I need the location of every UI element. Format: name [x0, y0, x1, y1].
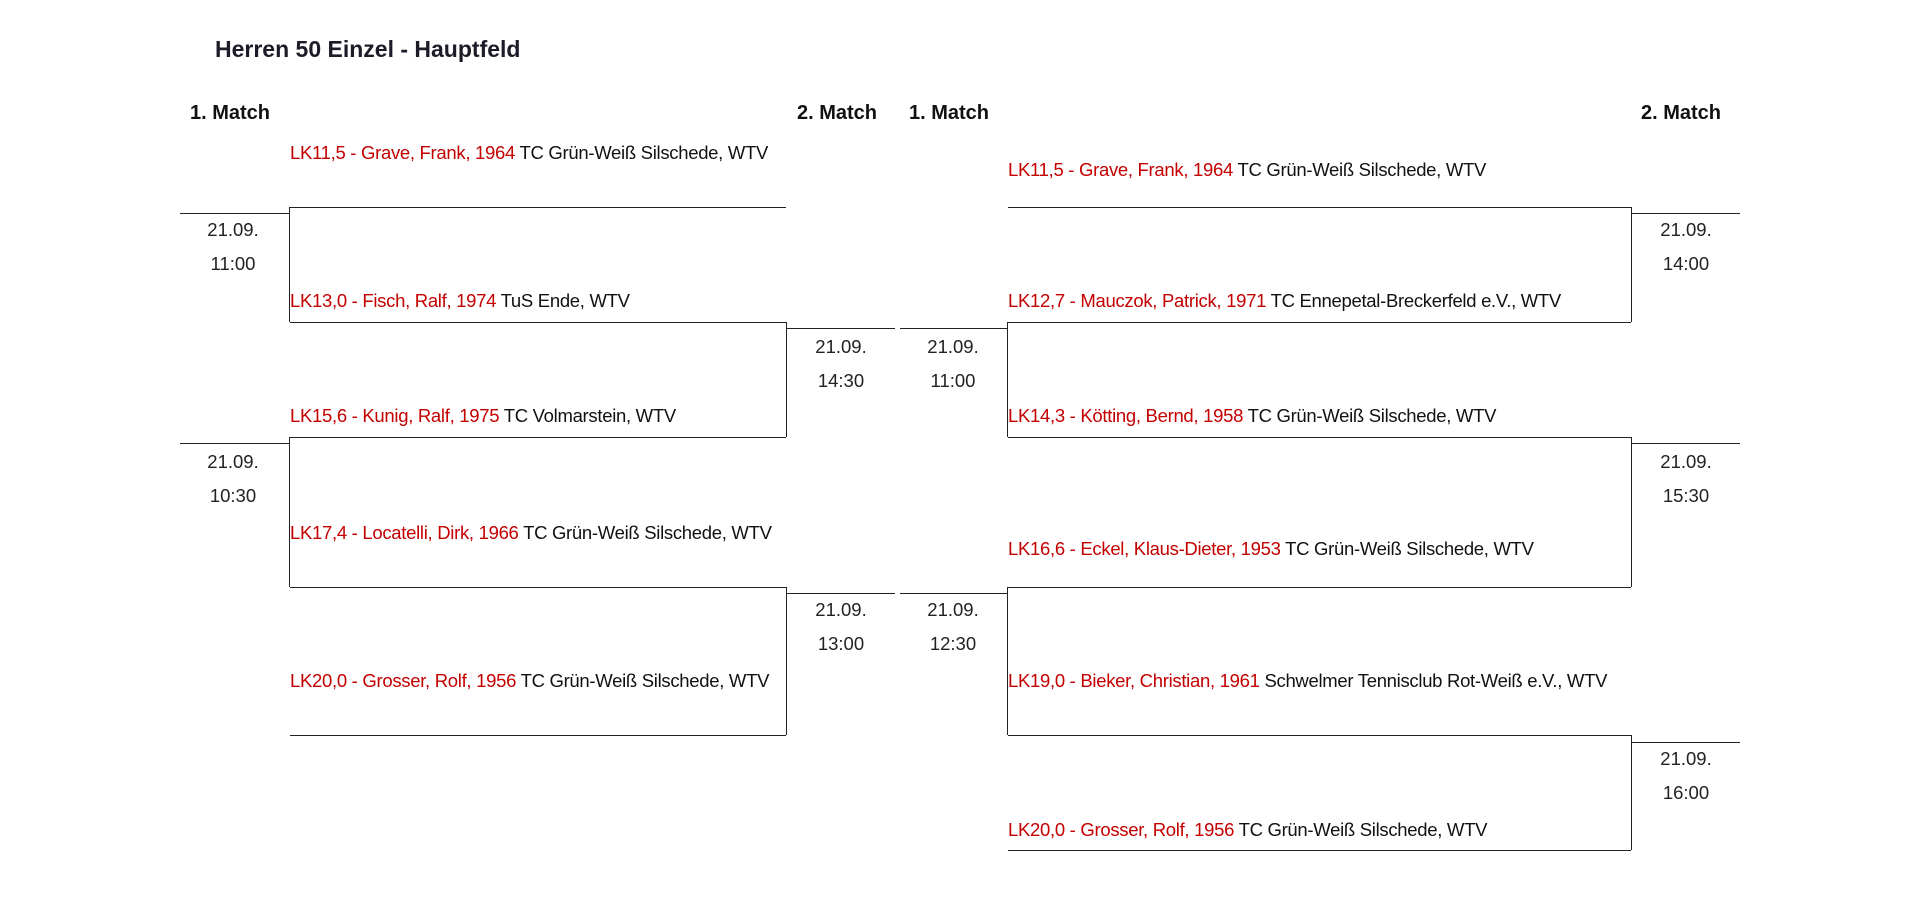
- match-date: 21.09.: [1660, 219, 1712, 240]
- match-time: 16:00: [1662, 782, 1710, 803]
- bracket-line: [1008, 207, 1631, 208]
- match-time: 11:00: [210, 253, 256, 274]
- player-entry: LK12,7 - Mauczok, Patrick, 1971 TC Ennep…: [1008, 284, 1628, 318]
- bracket-line: [289, 437, 290, 587]
- player-entry: LK11,5 - Grave, Frank, 1964 TC Grün-Weiß…: [1008, 153, 1628, 187]
- bracket-stub: [180, 213, 289, 214]
- bracket-line: [786, 587, 787, 735]
- bracket-stub: [180, 443, 289, 444]
- match-schedule: 21.09. 11:00: [903, 330, 1003, 398]
- bracket-stub: [1632, 742, 1740, 743]
- match-schedule: 21.09. 13:00: [791, 593, 891, 661]
- player-name[interactable]: LK14,3 - Kötting, Bernd, 1958: [1008, 405, 1244, 426]
- bracket-stub: [1632, 213, 1740, 214]
- player-entry: LK20,0 - Grosser, Rolf, 1956 TC Grün-Wei…: [290, 664, 780, 698]
- player-name[interactable]: LK19,0 - Bieker, Christian, 1961: [1008, 670, 1260, 691]
- player-name[interactable]: LK17,4 - Locatelli, Dirk, 1966: [290, 522, 519, 543]
- bracket-stub: [787, 328, 895, 329]
- match-date: 21.09.: [927, 336, 979, 357]
- match-date: 21.09.: [1660, 451, 1712, 472]
- bracket-stub: [900, 593, 1007, 594]
- match-date: 21.09.: [815, 336, 867, 357]
- match-time: 12:30: [929, 633, 977, 654]
- club-name: TuS Ende, WTV: [500, 290, 630, 311]
- bracket-line: [290, 207, 786, 208]
- club-name: Schwelmer Tennisclub Rot-Weiß e.V., WTV: [1264, 670, 1608, 691]
- match-time: 15:30: [1662, 485, 1710, 506]
- bracket-line: [290, 322, 786, 323]
- match-time: 14:30: [817, 370, 865, 391]
- match-schedule: 21.09. 14:00: [1636, 213, 1736, 281]
- bracket-line: [1008, 437, 1631, 438]
- player-name[interactable]: LK12,7 - Mauczok, Patrick, 1971: [1008, 290, 1267, 311]
- match-schedule: 21.09. 15:30: [1636, 445, 1736, 513]
- player-name[interactable]: LK15,6 - Kunig, Ralf, 1975: [290, 405, 500, 426]
- bracket-line: [1007, 587, 1008, 735]
- player-name[interactable]: LK11,5 - Grave, Frank, 1964: [290, 142, 515, 163]
- player-entry: LK15,6 - Kunig, Ralf, 1975 TC Volmarstei…: [290, 399, 780, 433]
- bracket-stub: [900, 328, 1007, 329]
- bracket-line: [1008, 322, 1631, 323]
- match-time: 11:00: [930, 370, 976, 391]
- bracket-line: [1007, 322, 1008, 437]
- match-date: 21.09.: [927, 599, 979, 620]
- bracket-line: [289, 207, 290, 322]
- match-date: 21.09.: [207, 451, 259, 472]
- club-name: TC Ennepetal-Breckerfeld e.V., WTV: [1270, 290, 1562, 311]
- player-entry: LK11,5 - Grave, Frank, 1964 TC Grün-Weiß…: [290, 136, 780, 170]
- player-entry: LK19,0 - Bieker, Christian, 1961 Schwelm…: [1008, 664, 1618, 698]
- match-schedule: 21.09. 10:30: [183, 445, 283, 513]
- club-name: TC Grün-Weiß Silschede, WTV: [523, 522, 772, 543]
- club-name: TC Grün-Weiß Silschede, WTV: [520, 670, 770, 691]
- bracket-line: [1008, 735, 1631, 736]
- bracket-line: [290, 437, 786, 438]
- match-date: 21.09.: [815, 599, 867, 620]
- player-name[interactable]: LK20,0 - Grosser, Rolf, 1956: [1008, 819, 1235, 840]
- match-time: 14:00: [1662, 253, 1710, 274]
- bracket-stub: [787, 593, 895, 594]
- header-right-round-2: 2. Match: [1641, 102, 1722, 124]
- match-time: 13:00: [817, 633, 865, 654]
- bracket-line: [1631, 735, 1632, 850]
- bracket-line: [290, 587, 786, 588]
- page-title: Herren 50 Einzel - Hauptfeld: [215, 36, 521, 62]
- match-schedule: 21.09. 14:30: [791, 330, 891, 398]
- player-entry: LK17,4 - Locatelli, Dirk, 1966 TC Grün-W…: [290, 516, 780, 550]
- match-schedule: 21.09. 12:30: [903, 593, 1003, 661]
- bracket-line: [1008, 587, 1631, 588]
- bracket-line: [1008, 850, 1631, 851]
- club-name: TC Grün-Weiß Silschede, WTV: [1247, 405, 1497, 426]
- player-entry: LK16,6 - Eckel, Klaus-Dieter, 1953 TC Gr…: [1008, 532, 1628, 566]
- bracket-line: [786, 322, 787, 437]
- header-left-round-2: 2. Match: [797, 102, 878, 124]
- bracket-line: [1631, 207, 1632, 322]
- club-name: TC Grün-Weiß Silschede, WTV: [1285, 538, 1534, 559]
- match-date: 21.09.: [1660, 748, 1712, 769]
- club-name: TC Volmarstein, WTV: [503, 405, 676, 426]
- player-name[interactable]: LK13,0 - Fisch, Ralf, 1974: [290, 290, 497, 311]
- player-name[interactable]: LK11,5 - Grave, Frank, 1964: [1008, 159, 1233, 180]
- bracket-line: [290, 735, 786, 736]
- player-entry: LK20,0 - Grosser, Rolf, 1956 TC Grün-Wei…: [1008, 813, 1628, 847]
- player-name[interactable]: LK16,6 - Eckel, Klaus-Dieter, 1953: [1008, 538, 1281, 559]
- club-name: TC Grün-Weiß Silschede, WTV: [1238, 819, 1488, 840]
- bracket-line: [1631, 437, 1632, 587]
- match-schedule: 21.09. 11:00: [183, 213, 283, 281]
- match-time: 10:30: [209, 485, 257, 506]
- header-left-round-1: 1. Match: [190, 102, 271, 124]
- match-date: 21.09.: [207, 219, 259, 240]
- player-entry: LK14,3 - Kötting, Bernd, 1958 TC Grün-We…: [1008, 399, 1628, 433]
- club-name: TC Grün-Weiß Silschede, WTV: [519, 142, 769, 163]
- player-entry: LK13,0 - Fisch, Ralf, 1974 TuS Ende, WTV: [290, 284, 780, 318]
- bracket-stub: [1632, 443, 1740, 444]
- player-name[interactable]: LK20,0 - Grosser, Rolf, 1956: [290, 670, 517, 691]
- match-schedule: 21.09. 16:00: [1636, 742, 1736, 810]
- club-name: TC Grün-Weiß Silschede, WTV: [1237, 159, 1487, 180]
- header-right-round-1: 1. Match: [909, 102, 990, 124]
